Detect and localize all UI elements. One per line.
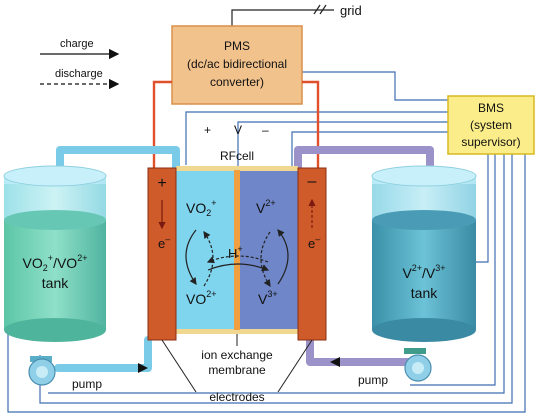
right-top-species: V2+ [256,198,276,216]
right-electron: e– [308,234,320,251]
rf-cell: RFcell [176,149,298,334]
bms-line3: supervisor) [461,135,520,149]
electrodes: + – e– e– [147,167,327,341]
polarity-labels: + V – [204,123,269,137]
polarity-minus: – [262,123,269,137]
left-tank: VO2+/VO2+ tank [3,165,107,342]
red-wires [152,80,320,170]
legend-charge: charge [60,38,94,50]
left-top-species: VO2+ [186,198,217,218]
pms-line3: converter) [210,75,264,89]
left-electron: e– [158,234,170,251]
right-tank-species: V2+/V3+ [402,263,445,281]
left-bottom-species: VO2+ [186,289,217,307]
grid-connection: grid [231,3,362,26]
bms-line2: (system [470,118,512,132]
rfcell-label: RFcell [220,149,254,163]
proton: H+ [228,244,243,261]
left-tank-species: VO2+/VO2+ [23,253,88,273]
pms-box: PMS (dc/ac bidirectional converter) [171,25,303,105]
callouts: ion exchange membrane electrodes [161,334,313,404]
legend-discharge: discharge [55,68,103,80]
right-pump-label: pump [358,373,388,387]
pms-title: PMS [224,39,250,53]
legend: charge discharge [40,38,120,90]
left-pump-label: pump [72,377,102,391]
positive-sign: + [157,175,166,192]
membrane [234,170,240,330]
left-tank-label: tank [42,275,69,291]
cell-species: VO2+ VO2+ V2+ V3+ H+ [186,198,278,307]
polarity-plus: + [204,123,211,137]
right-flow-arrow [330,357,340,367]
left-flow-arrow [138,363,148,373]
bms-box: BMS (system supervisor) [447,95,535,155]
pms-line2: (dc/ac bidirectional [187,57,287,71]
bms-title: BMS [478,101,504,115]
right-tank-label: tank [411,285,438,301]
right-pump: pump [358,348,432,387]
negative-electrode [297,167,327,341]
right-bottom-species: V3+ [258,289,278,307]
membrane-label-1: ion exchange [201,348,273,362]
positive-electrode [147,167,177,341]
left-pump: pump [28,356,102,391]
right-tank: V2+/V3+ tank [371,165,477,342]
membrane-label-2: membrane [208,363,266,377]
polarity-v: V [234,123,242,137]
grid-label: grid [340,3,362,18]
electrodes-label: electrodes [209,390,264,404]
negative-sign: – [308,173,317,190]
reaction-arrows [185,229,289,288]
